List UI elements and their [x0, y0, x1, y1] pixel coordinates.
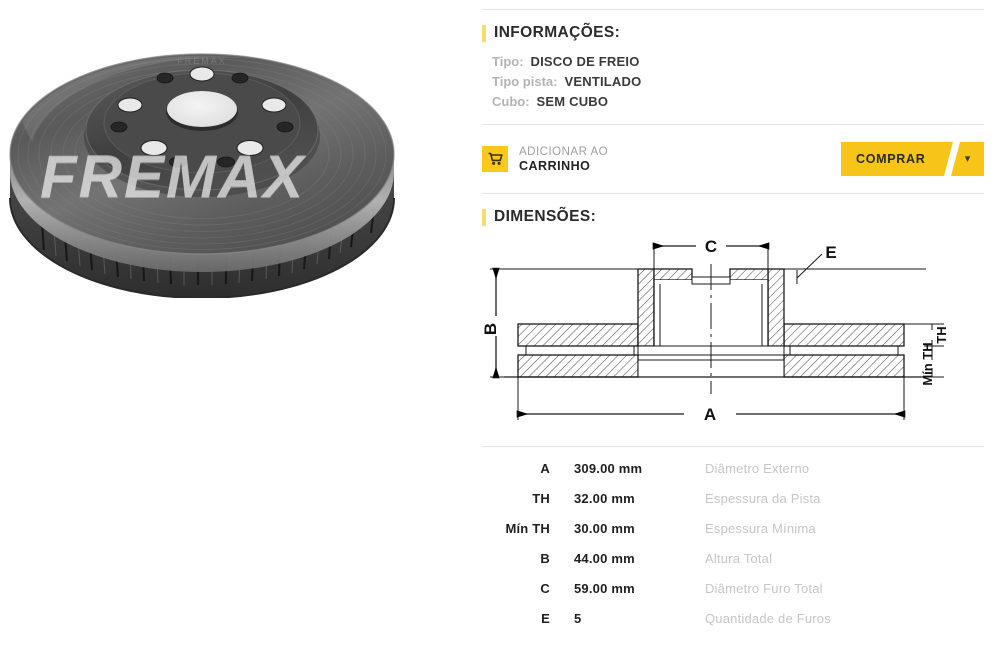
- dimensoes-title: DIMENSÕES:: [494, 208, 597, 225]
- shopping-cart-icon[interactable]: [482, 146, 508, 172]
- table-row: A 309.00 mm Diâmetro Externo: [470, 461, 994, 491]
- dimension-value: 32.00 mm: [574, 491, 635, 506]
- dimension-table: A 309.00 mm Diâmetro Externo TH 32.00 mm…: [470, 461, 994, 641]
- brake-disc-cross-section: C E B A TH Mín TH: [481, 237, 949, 424]
- chevron-down-icon: ▾: [964, 152, 971, 165]
- dimension-desc: Espessura Mínima: [705, 521, 816, 536]
- divider-above-dimensions: [482, 193, 984, 194]
- brake-disc-illustration: FREMAX: [9, 53, 395, 298]
- dimension-key: A: [540, 461, 550, 476]
- svg-text:FREMAX: FREMAX: [177, 56, 227, 66]
- divider-above-cart: [482, 124, 984, 125]
- dimension-value: 5: [574, 611, 582, 626]
- dimension-desc: Altura Total: [705, 551, 773, 566]
- spec-list: Tipo: DISCO DE FREIO Tipo pista: VENTILA…: [492, 52, 994, 112]
- product-image-pane: FREMAX FREMAX: [0, 0, 462, 656]
- drawing-label-c: C: [705, 237, 717, 256]
- table-row: E 5 Quantidade de Furos: [470, 611, 994, 641]
- drawing-label-th: TH: [934, 326, 949, 343]
- dimension-value: 44.00 mm: [574, 551, 635, 566]
- divider-above-dimension-table: [482, 446, 984, 447]
- spec-value: DISCO DE FREIO: [530, 54, 640, 69]
- dimension-key: B: [540, 551, 550, 566]
- dimension-key: E: [541, 611, 550, 626]
- accent-bar-icon: [482, 24, 486, 42]
- dimension-key: C: [540, 581, 550, 596]
- spec-value: SEM CUBO: [536, 94, 609, 109]
- dimension-desc: Quantidade de Furos: [705, 611, 831, 626]
- dimension-value: 59.00 mm: [574, 581, 635, 596]
- table-row: Mín TH 30.00 mm Espessura Mínima: [470, 521, 994, 551]
- dimension-key: Mín TH: [505, 521, 550, 536]
- technical-drawing: C E B A TH Mín TH: [474, 236, 994, 446]
- dimension-desc: Diâmetro Furo Total: [705, 581, 823, 596]
- spec-row: Tipo pista: VENTILADO: [492, 72, 994, 92]
- drawing-label-min-th: Mín TH: [920, 342, 935, 385]
- add-to-cart-line1: ADICIONAR AO: [519, 146, 609, 158]
- add-to-cart-row: ADICIONAR AO CARRINHO COMPRAR ▾: [482, 138, 984, 180]
- informacoes-heading: INFORMAÇÕES:: [482, 24, 994, 42]
- dimension-desc: Espessura da Pista: [705, 491, 821, 506]
- spec-value: VENTILADO: [564, 74, 642, 89]
- dimension-key: TH: [532, 491, 550, 506]
- add-to-cart-labels[interactable]: ADICIONAR AO CARRINHO: [519, 145, 608, 173]
- drawing-label-a: A: [704, 405, 716, 424]
- spec-row: Tipo: DISCO DE FREIO: [492, 52, 994, 72]
- dimensoes-heading: DIMENSÕES:: [482, 208, 994, 226]
- spec-key: Tipo:: [492, 54, 524, 69]
- dimension-value: 309.00 mm: [574, 461, 643, 476]
- drawing-label-e: E: [825, 243, 836, 262]
- drawing-label-b: B: [481, 323, 500, 335]
- dimension-desc: Diâmetro Externo: [705, 461, 810, 476]
- informacoes-title: INFORMAÇÕES:: [494, 24, 621, 41]
- product-photo[interactable]: FREMAX FREMAX: [0, 0, 462, 300]
- accent-bar-icon: [482, 208, 486, 226]
- table-row: TH 32.00 mm Espessura da Pista: [470, 491, 994, 521]
- comprar-dropdown-button[interactable]: ▾: [951, 142, 984, 176]
- add-to-cart-line2: CARRINHO: [519, 159, 591, 173]
- spec-row: Cubo: SEM CUBO: [492, 92, 994, 112]
- product-info-pane: INFORMAÇÕES: Tipo: DISCO DE FREIO Tipo p…: [462, 0, 1001, 656]
- shopping-cart-glyph: [488, 152, 503, 165]
- buy-button-group: COMPRAR ▾: [841, 142, 984, 176]
- spec-key: Tipo pista:: [492, 74, 558, 89]
- table-row: B 44.00 mm Altura Total: [470, 551, 994, 581]
- spec-key: Cubo:: [492, 94, 530, 109]
- divider-top: [482, 9, 984, 10]
- comprar-button[interactable]: COMPRAR: [841, 142, 953, 176]
- table-row: C 59.00 mm Diâmetro Furo Total: [470, 581, 994, 611]
- dimension-value: 30.00 mm: [574, 521, 635, 536]
